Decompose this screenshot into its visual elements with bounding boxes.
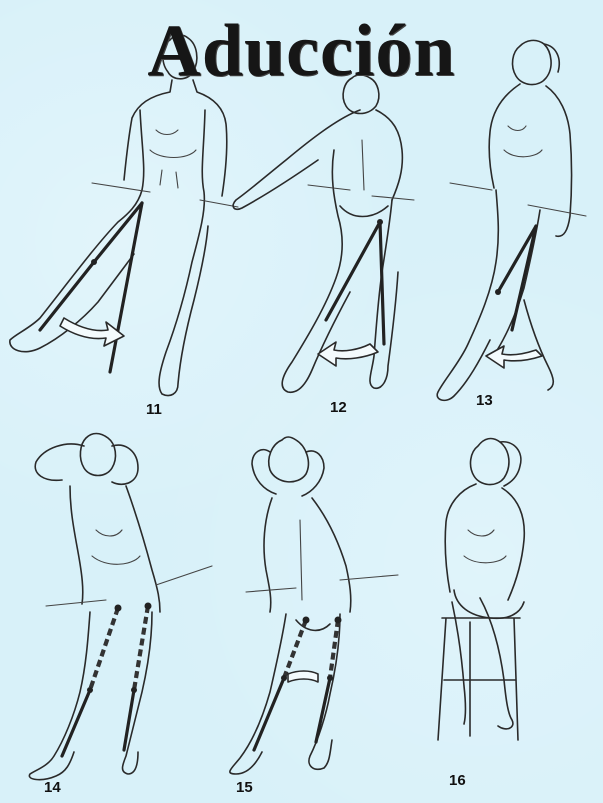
figure-label-12: 12 — [330, 399, 347, 416]
page-title: Aducción — [0, 14, 603, 88]
figure-label-11: 11 — [146, 401, 162, 418]
figure-13-drawing — [437, 40, 586, 400]
figure-15-drawing — [230, 437, 398, 774]
figure-label-13: 13 — [476, 392, 493, 409]
figure-label-14: 14 — [44, 779, 61, 796]
figure-label-16: 16 — [449, 772, 466, 789]
figure-14-drawing — [29, 434, 212, 780]
figure-label-15: 15 — [236, 779, 253, 796]
figure-12-drawing — [233, 75, 414, 392]
figure-16-drawing — [438, 439, 524, 740]
